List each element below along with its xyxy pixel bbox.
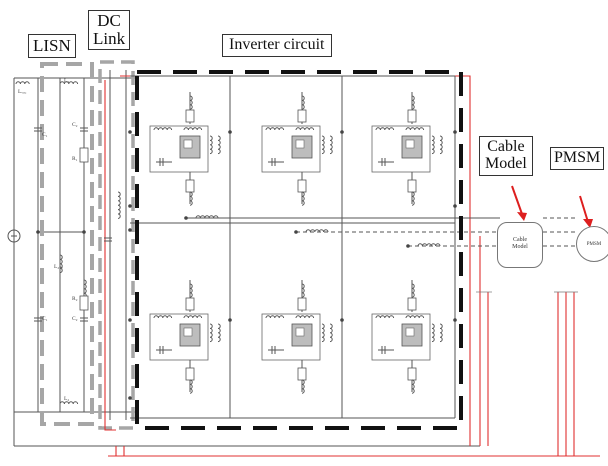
- junction-dot: [128, 318, 132, 322]
- leg-resistor: [185, 367, 195, 381]
- component-label: C₁: [42, 316, 48, 322]
- lisn-label: LISN: [28, 34, 76, 58]
- snubber-inductor: [431, 135, 435, 155]
- gate-inductor: [183, 127, 203, 131]
- lisn-label-text: LISN: [33, 36, 71, 55]
- component-label: Lᵥₐ꜀: [18, 89, 26, 95]
- snubber-inductor: [431, 323, 435, 343]
- dc-link-inductor: [117, 191, 121, 219]
- snubber-inductor: [439, 323, 443, 343]
- junction-dot: [128, 130, 132, 134]
- lisn-boundary: [40, 62, 94, 426]
- gate-inductor: [153, 127, 173, 131]
- leg-resistor: [407, 297, 417, 311]
- junction-dot: [294, 230, 298, 234]
- gate-inductor: [183, 315, 203, 319]
- leg-resistor: [407, 109, 417, 123]
- snubber-inductor: [329, 323, 333, 343]
- leg-resistor: [407, 179, 417, 193]
- cable-model-label-line1: Cable: [487, 138, 525, 155]
- lisn-inductor: [15, 81, 30, 85]
- switch-die: [183, 139, 193, 149]
- motor-symbol-label: PMSM: [586, 242, 602, 247]
- cable-block-line1: Cable: [513, 237, 527, 243]
- snubber-inductor: [329, 135, 333, 155]
- component-label: L₂: [64, 78, 69, 84]
- voltage-source: [7, 229, 21, 243]
- pmsm-label: PMSM: [550, 147, 605, 170]
- junction-dot: [453, 204, 457, 208]
- switch-die: [405, 139, 415, 149]
- switch-die: [405, 327, 415, 337]
- leg-resistor: [297, 109, 307, 123]
- snubber-inductor: [209, 135, 213, 155]
- dc-link-label: DC Link: [88, 10, 131, 50]
- junction-dot: [228, 130, 232, 134]
- junction-dot: [128, 396, 132, 400]
- leg-resistor: [185, 109, 195, 123]
- gate-inductor: [295, 315, 315, 319]
- lisn-inductor: [59, 81, 79, 85]
- snubber-inductor: [321, 323, 325, 343]
- component-label: L₂ₕₑ: [54, 264, 64, 270]
- lisn-inductor: [83, 279, 87, 299]
- component-label: C₁: [42, 132, 48, 138]
- lisn-resistor: [79, 147, 89, 163]
- leg-resistor: [297, 367, 307, 381]
- gate-inductor: [405, 127, 425, 131]
- leg-resistor: [185, 297, 195, 311]
- gate-inductor: [375, 315, 395, 319]
- junction-dot: [128, 204, 132, 208]
- component-label: L₂: [64, 396, 69, 402]
- snubber-inductor: [217, 135, 221, 155]
- junction-dot: [406, 244, 410, 248]
- junction-dot: [228, 318, 232, 322]
- pmsm-label-text: PMSM: [554, 149, 601, 166]
- component-label: R₁: [72, 156, 78, 162]
- junction-dot: [128, 228, 132, 232]
- junction-dot: [453, 318, 457, 322]
- lisn-inductor: [59, 254, 63, 274]
- gate-inductor: [375, 127, 395, 131]
- gate-inductor: [295, 127, 315, 131]
- cable-model-label: Cable Model: [479, 136, 533, 176]
- leg-resistor: [185, 179, 195, 193]
- cable-model-label-line2: Model: [485, 154, 527, 172]
- snubber-inductor: [439, 135, 443, 155]
- junction-dot: [340, 130, 344, 134]
- component-label: C₂: [72, 122, 78, 128]
- switch-die: [183, 327, 193, 337]
- junction-dot: [36, 230, 40, 234]
- snubber-inductor: [209, 323, 213, 343]
- dc-link-label-line1: DC: [97, 11, 121, 30]
- gate-inductor: [405, 315, 425, 319]
- switch-die: [295, 139, 305, 149]
- dc-link-label-line2: Link: [93, 28, 126, 48]
- gate-inductor: [265, 315, 285, 319]
- junction-dot: [453, 130, 457, 134]
- switch-die: [295, 327, 305, 337]
- junction-dot: [340, 318, 344, 322]
- leg-resistor: [407, 367, 417, 381]
- gate-inductor: [153, 315, 173, 319]
- cable-block-line2: Model: [512, 244, 528, 251]
- motor-symbol: PMSM: [576, 226, 608, 262]
- dc-link-boundary: [98, 60, 135, 430]
- leg-resistor: [297, 297, 307, 311]
- component-label: R₂: [72, 296, 78, 302]
- cable-model-block: Cable Model: [497, 222, 543, 268]
- inverter-label-text: Inverter circuit: [229, 36, 325, 53]
- snubber-inductor: [217, 323, 221, 343]
- junction-dot: [184, 216, 188, 220]
- snubber-inductor: [321, 135, 325, 155]
- lisn-inductor: [59, 401, 79, 405]
- inverter-label: Inverter circuit: [222, 34, 332, 57]
- lisn-resistor: [79, 295, 89, 311]
- leg-resistor: [297, 179, 307, 193]
- junction-dot: [82, 230, 86, 234]
- component-label: C₂: [72, 316, 78, 322]
- gate-inductor: [265, 127, 285, 131]
